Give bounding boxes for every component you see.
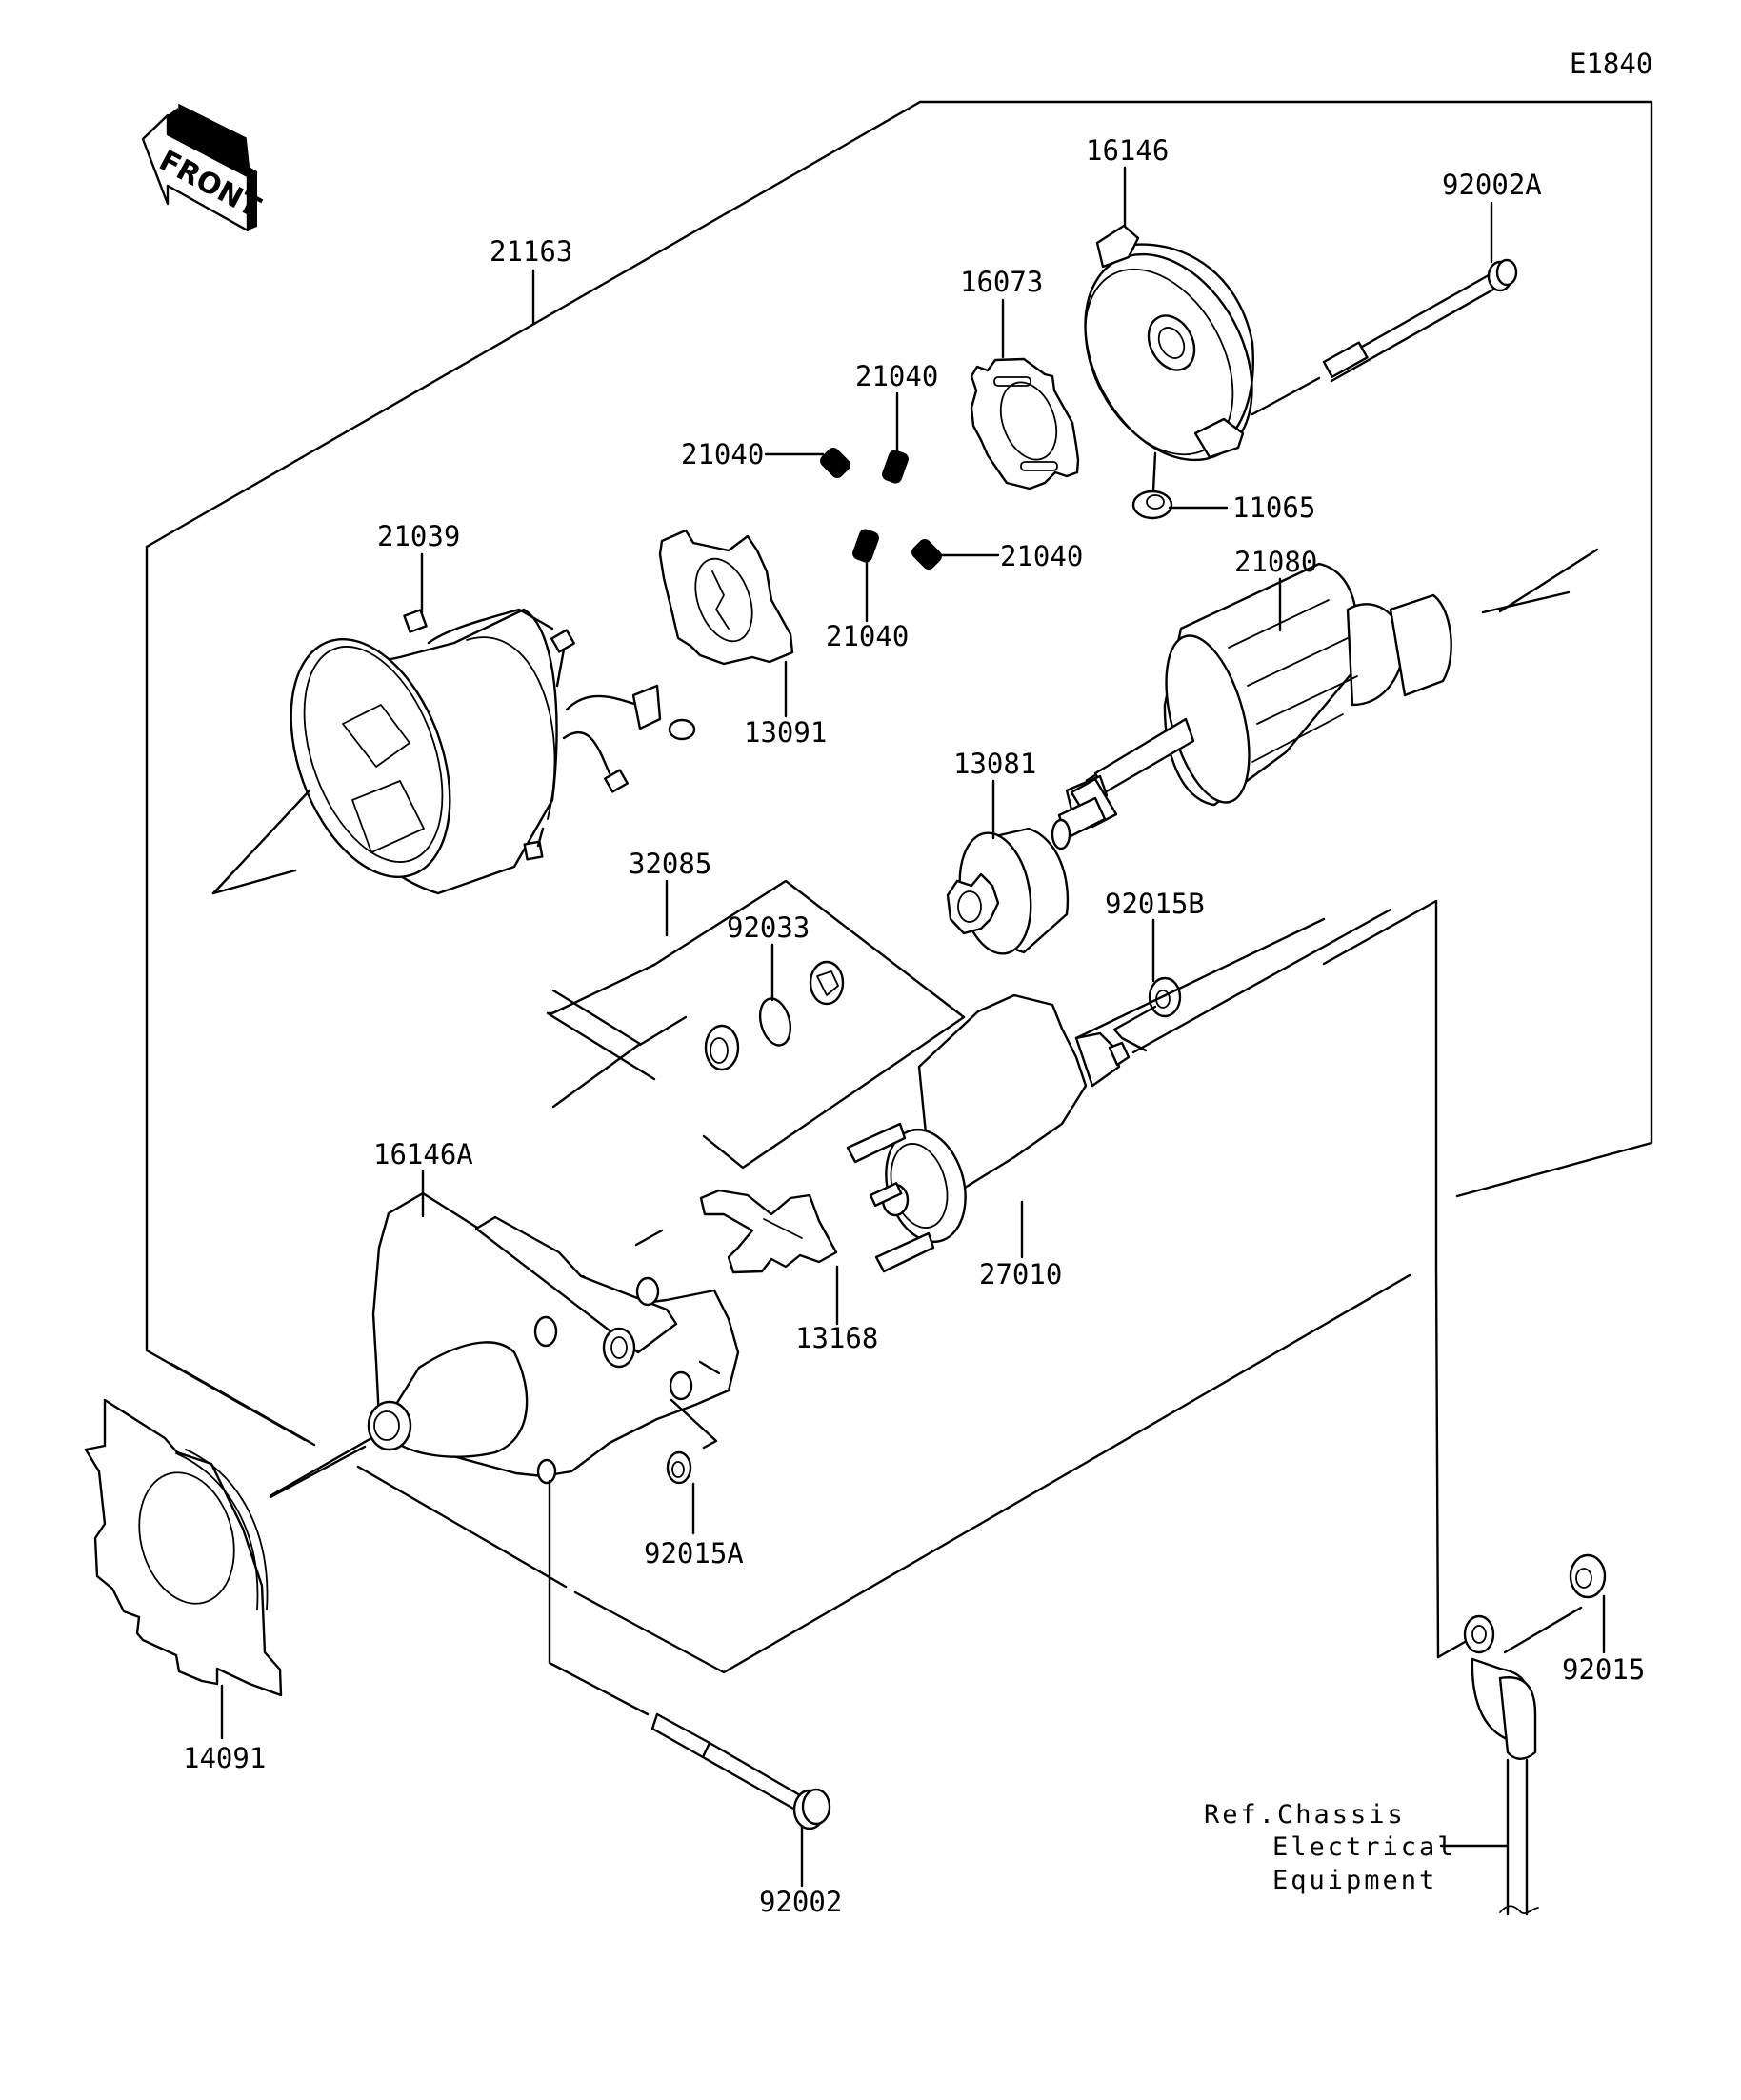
label-21163: 21163 [490,235,572,268]
cover-14091 [84,1362,367,1697]
nut-92015B [1148,976,1182,1018]
brush-holder-13091 [658,529,794,666]
solenoid-27010 [846,908,1392,1273]
label-27010: 27010 [979,1258,1062,1290]
label-92002A: 92002A [1442,169,1542,201]
label-21040-left: 21040 [681,438,764,470]
pinion-clutch-13081 [946,827,1070,955]
brush-springs-21040 [820,448,942,570]
brush-plate-16073 [970,357,1080,490]
reference-line-2: Electrical [1272,1832,1456,1862]
shift-lever-13168 [634,1189,838,1274]
label-21080: 21080 [1234,546,1317,578]
label-92015: 92015 [1562,1653,1645,1686]
label-32085: 32085 [629,848,711,880]
label-16146A: 16146A [373,1138,473,1170]
label-92015A: 92015A [644,1537,744,1570]
nut-92015 [1569,1553,1607,1599]
label-16146: 16146 [1086,134,1169,167]
label-14091: 14091 [183,1742,266,1774]
reference-line-1: Ref.Chassis [1204,1800,1406,1830]
front-arrow-icon: FRONT [141,103,266,232]
through-bolt-92002A [1251,258,1518,416]
label-92033: 92033 [727,911,810,944]
label-13168: 13168 [795,1322,878,1354]
bolt-92002 [548,1479,831,1830]
label-13081: 13081 [953,748,1036,780]
label-21040-bottom: 21040 [826,620,909,652]
label-11065: 11065 [1232,491,1315,524]
label-16073: 16073 [960,266,1043,298]
label-21040-right: 21040 [1000,540,1083,572]
label-92002: 92002 [759,1886,842,1918]
grommet-11065 [1131,490,1173,520]
circlip-92033 [758,997,792,1047]
label-13091: 13091 [744,716,827,749]
kit-box-32085 [546,879,966,1170]
front-housing-16146A [270,1191,740,1497]
yoke-21039 [211,608,696,895]
diagram-code: E1840 [1570,48,1652,80]
rear-cover-16146 [1084,224,1254,462]
reference-line-3: Equipment [1272,1866,1437,1895]
nut-kit [809,960,845,1006]
label-92015B: 92015B [1105,888,1205,920]
ground-cable [1463,1606,1583,1916]
label-21039: 21039 [377,520,460,552]
nut-92015A [666,1450,692,1485]
armature-21080 [1051,548,1599,850]
label-21040-top: 21040 [855,360,938,392]
washer-left [704,1024,740,1071]
